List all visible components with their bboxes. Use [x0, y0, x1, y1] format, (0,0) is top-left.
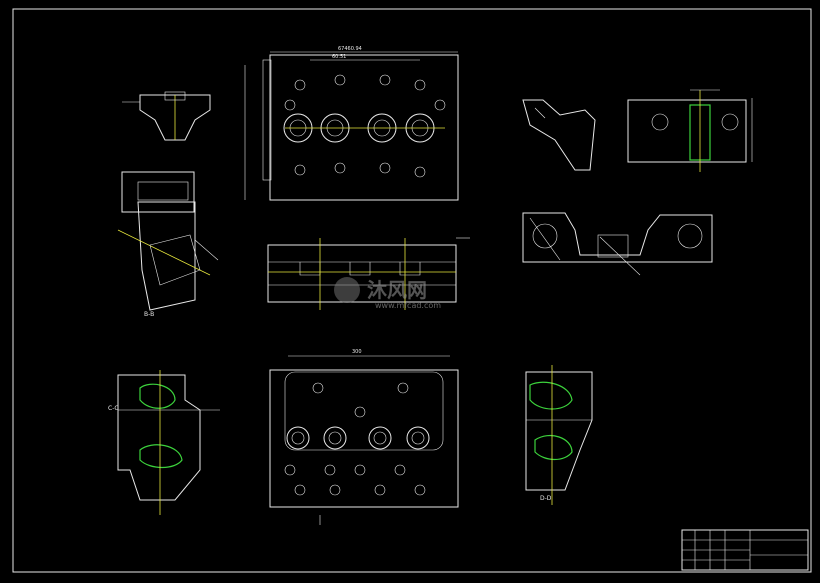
small-hole — [379, 74, 391, 86]
small-hole — [294, 484, 306, 496]
bottom-plan-view: 300 — [269, 349, 459, 525]
top-hole-label: 60.51 — [332, 54, 346, 60]
title-block — [681, 529, 809, 571]
small-hole — [294, 79, 306, 91]
section-d-view: D-D — [525, 365, 593, 505]
small-hole — [329, 484, 341, 496]
small-hole — [414, 79, 426, 91]
small-hole — [414, 166, 426, 178]
top-plan-view: 67460.94 60.51 — [244, 46, 459, 201]
bore-outer — [406, 426, 430, 450]
right-upper-sections — [522, 89, 753, 172]
small-hole — [397, 382, 409, 394]
small-hole — [294, 164, 306, 176]
bore-inner — [291, 431, 305, 445]
inclined-section-view: B-B — [117, 171, 219, 318]
small-hole — [394, 464, 406, 476]
side-elevation-view — [267, 237, 470, 310]
section-b-label: B-B — [144, 311, 154, 318]
small-hole — [284, 464, 296, 476]
right-profile-view — [522, 212, 713, 276]
bottom-dim-label: 300 — [352, 349, 362, 355]
small-hole — [354, 406, 366, 418]
small-hole — [312, 382, 324, 394]
sheet-border — [12, 8, 812, 573]
bore-outer — [368, 426, 392, 450]
watermark-url: www.mfcad.com — [375, 301, 441, 310]
bore-outer — [286, 426, 310, 450]
small-hole — [414, 484, 426, 496]
small-section-view — [122, 91, 211, 141]
bore-inner — [373, 431, 387, 445]
section-d-label: D-D — [540, 495, 552, 502]
watermark-brand: 沐风网 — [367, 278, 427, 302]
small-hole — [374, 484, 386, 496]
small-hole — [354, 464, 366, 476]
top-width-label: 67460.94 — [338, 46, 362, 52]
small-hole — [324, 464, 336, 476]
small-hole — [379, 162, 391, 174]
small-hole — [334, 162, 346, 174]
bore-inner — [328, 431, 342, 445]
bore-inner — [411, 431, 425, 445]
small-hole — [434, 99, 446, 111]
small-hole — [334, 74, 346, 86]
small-hole — [284, 99, 296, 111]
watermark-logo-icon — [334, 277, 360, 303]
watermark: 沐风网 www.mfcad.com — [334, 277, 441, 310]
bore-outer — [323, 426, 347, 450]
section-c-label: C-C — [108, 405, 119, 412]
section-c-view: C-C — [108, 370, 220, 515]
